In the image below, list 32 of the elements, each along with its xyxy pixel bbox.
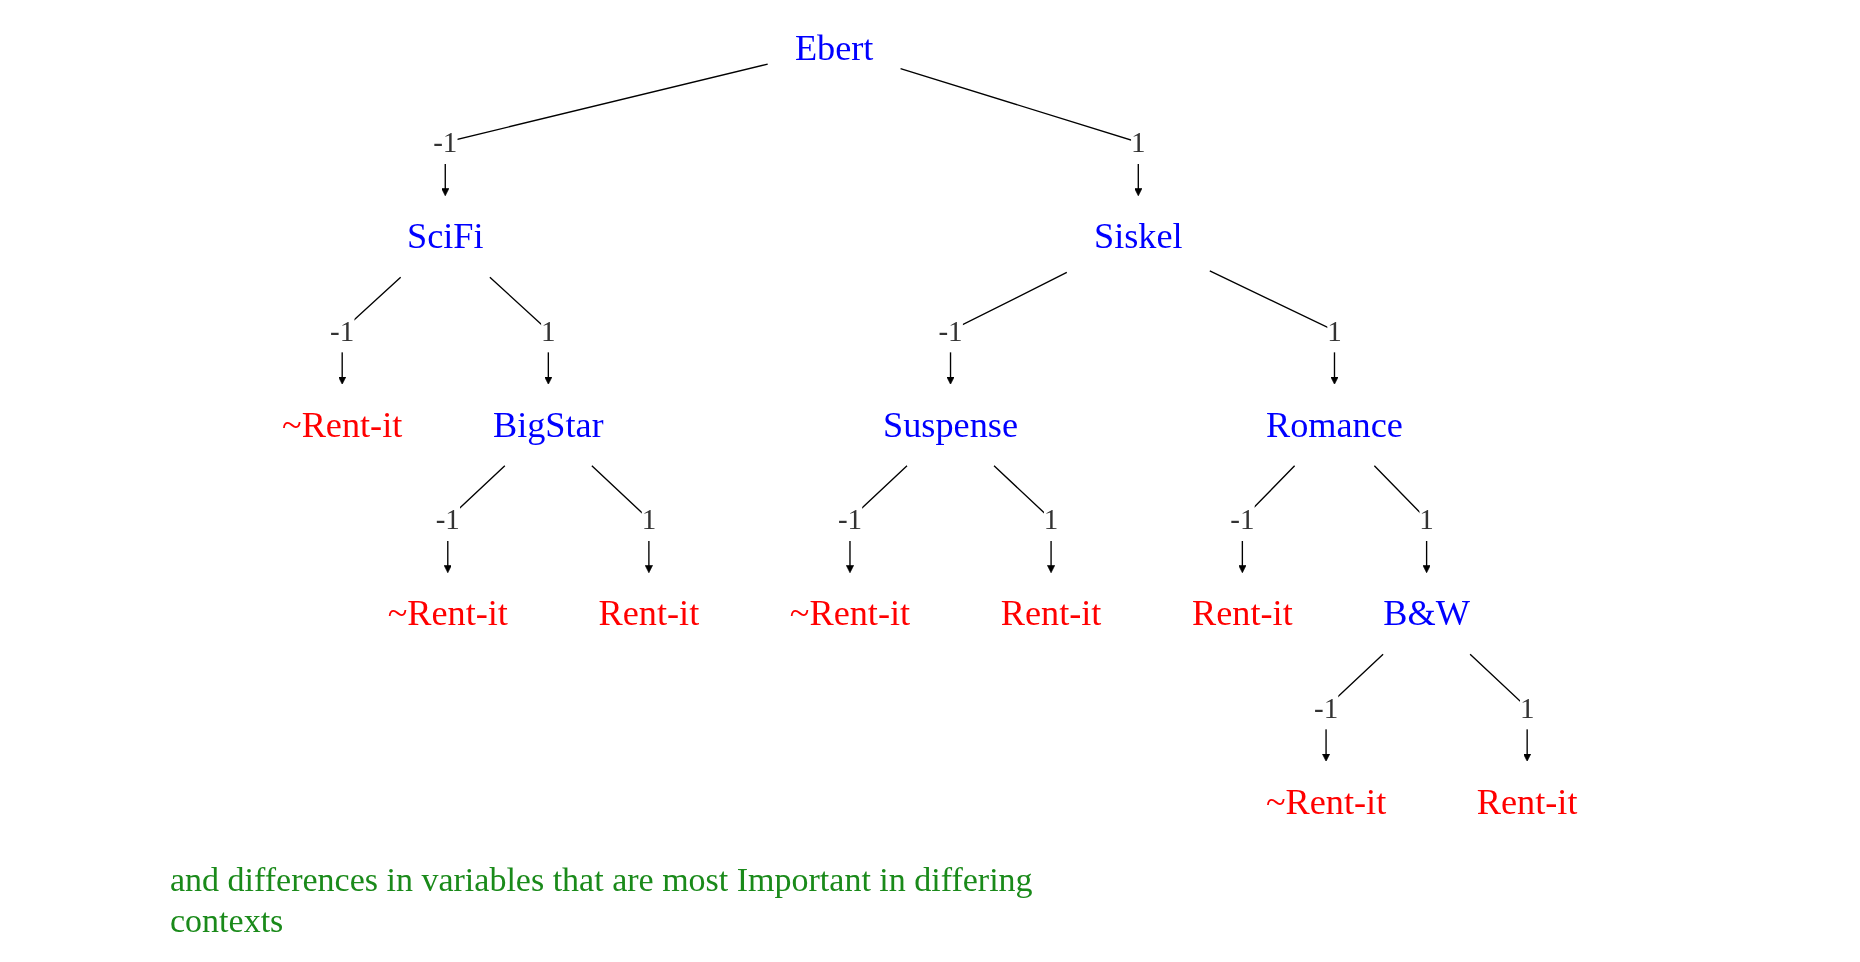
node-text: BigStar (493, 404, 604, 445)
edge-label: 1 (1044, 502, 1059, 536)
edge-label: -1 (330, 314, 355, 348)
node-text: SciFi (407, 215, 484, 257)
edge-label: -1 (435, 502, 461, 536)
edge-label: 1 (641, 502, 657, 536)
node-text: Rent-it (598, 592, 700, 634)
node-text: B&W (1383, 592, 1471, 634)
node-text: ~Rent-it (387, 592, 509, 634)
edge-label: 1 (1520, 691, 1535, 725)
node-text: Romance (1266, 404, 1404, 445)
note-text: and differences in variables that are most Important in differing contexts (170, 860, 1034, 941)
edge-label: -1 (433, 125, 458, 159)
node-text: Ebert (795, 27, 874, 68)
edge-label: -1 (1314, 691, 1339, 725)
arrow (441, 63, 769, 197)
node-text: ~Rent-it (790, 592, 911, 634)
edge-label: 1 (1327, 314, 1342, 348)
node-text: Rent-it (1192, 592, 1293, 634)
edge-label: 1 (1131, 125, 1146, 159)
node-text: Siskel (1094, 215, 1183, 257)
arrow (900, 67, 1143, 197)
node-text: ~Rent-it (282, 404, 403, 445)
edge-label: -1 (1230, 502, 1255, 536)
edge-label: 1 (1419, 502, 1435, 536)
node-text: Rent-it (1477, 781, 1578, 822)
node-text: Suspense (883, 404, 1019, 445)
edge-label: -1 (838, 502, 863, 536)
edge-label: 1 (541, 314, 556, 348)
node-text: Rent-it (1000, 592, 1102, 634)
node-text: ~Rent-it (1266, 781, 1387, 822)
edge-label: -1 (938, 314, 963, 348)
